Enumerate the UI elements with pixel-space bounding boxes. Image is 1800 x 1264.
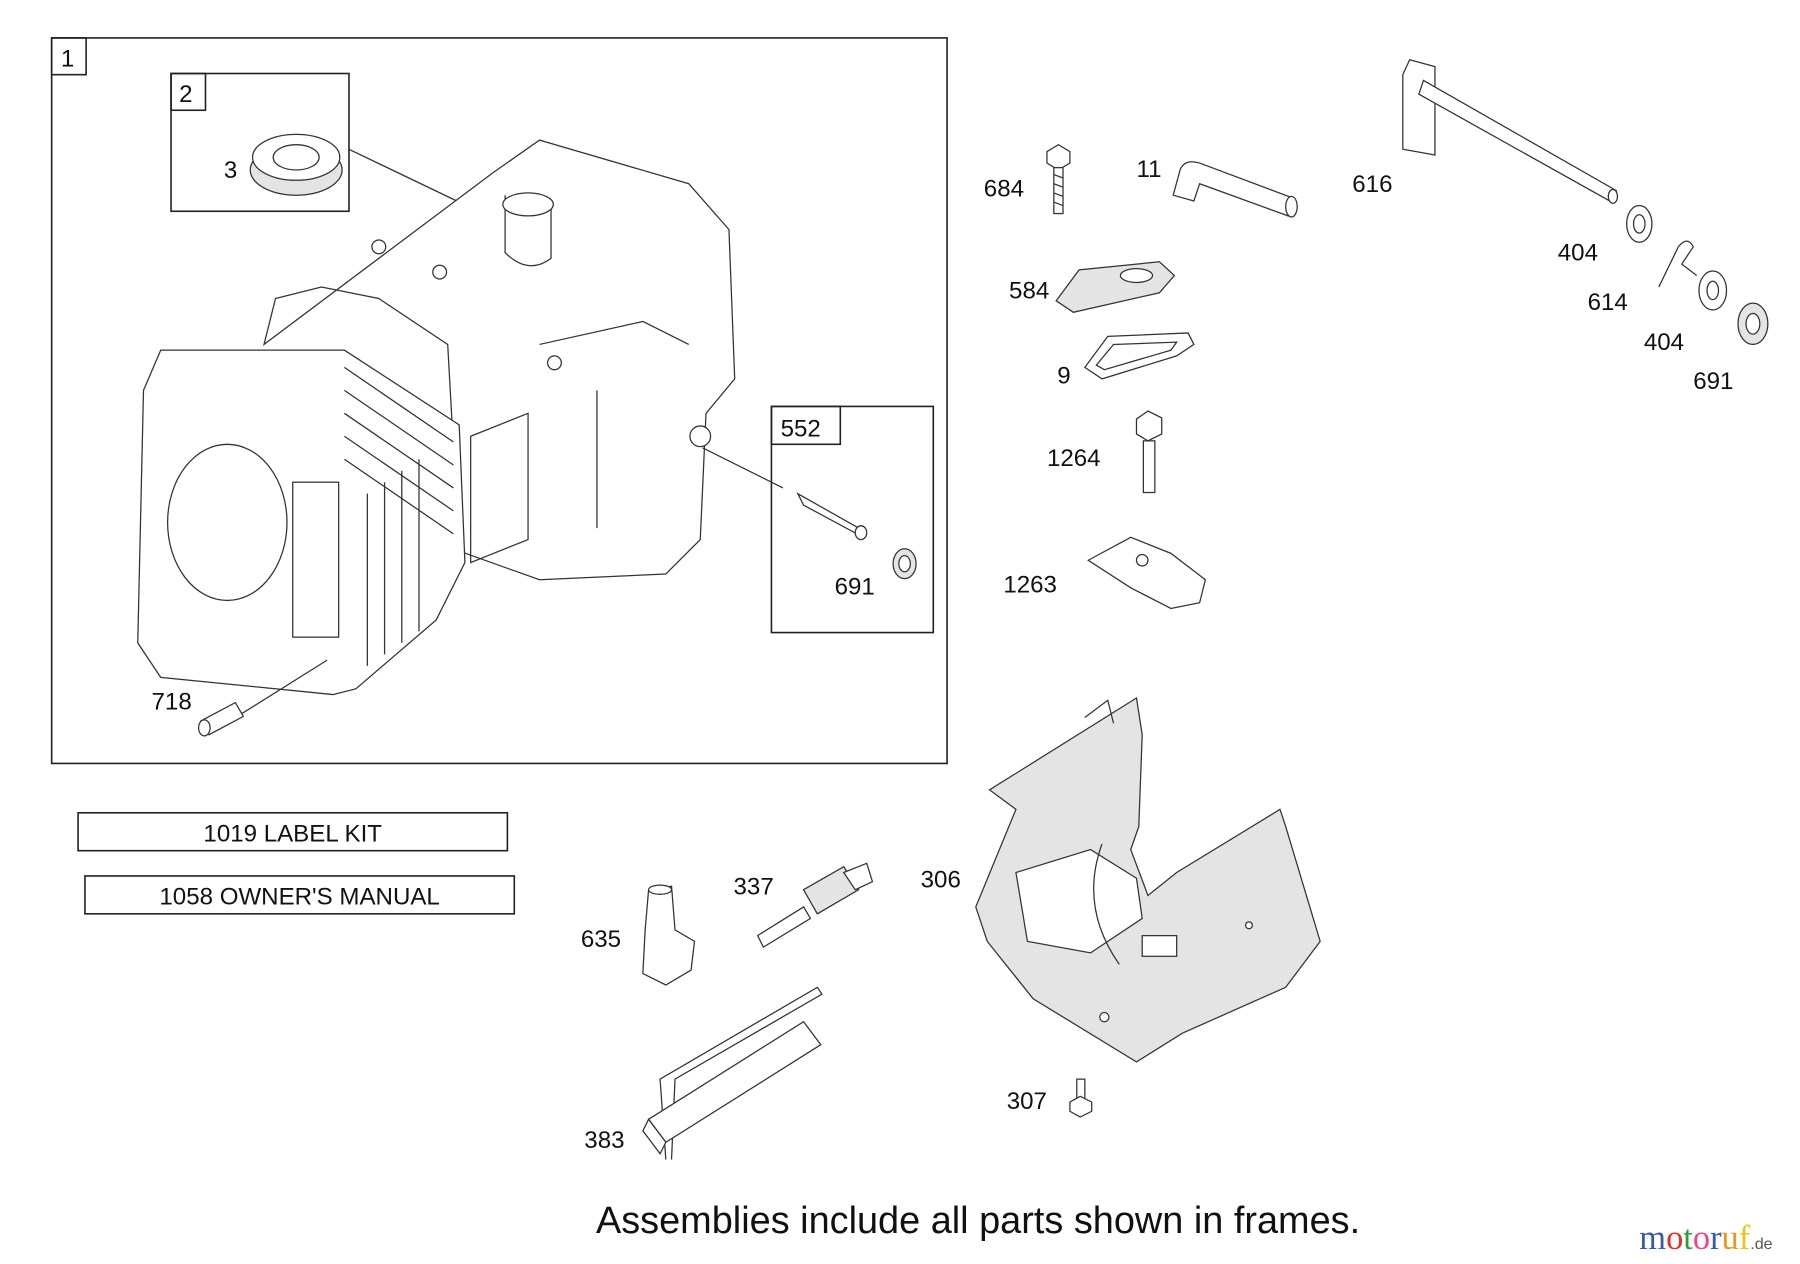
engine-block-drawing (137, 139, 736, 696)
label-404-b: 404 (1644, 329, 1684, 356)
owners-manual-box (84, 875, 516, 915)
breather-tube-11 (1172, 161, 1298, 218)
owners-manual: 1058 OWNER'S MANUAL (159, 884, 439, 911)
washer-404-b (1698, 270, 1728, 311)
label-635: 635 (581, 926, 621, 953)
dowel-718 (197, 701, 245, 737)
dowel-pin-552 (796, 492, 868, 541)
label-kit-box (77, 812, 509, 852)
frame-552-tag (770, 405, 842, 446)
assembly-caption: Assemblies include all parts shown in fr… (596, 1200, 1360, 1242)
washer-691 (892, 548, 917, 580)
label-337: 337 (734, 873, 774, 900)
label-616: 616 (1352, 171, 1392, 198)
bolt-1264 (1135, 410, 1163, 494)
spark-plug-boot-635 (642, 884, 696, 986)
label-1: 1 (61, 46, 74, 73)
label-691: 691 (835, 574, 875, 601)
label-404-a: 404 (1558, 240, 1598, 267)
gasket-9 (1083, 332, 1195, 380)
label-383: 383 (584, 1127, 624, 1154)
motoruf-watermark-logo: motoruf.de (1639, 1219, 1772, 1257)
label-718: 718 (152, 688, 192, 715)
spark-plug-337 (756, 862, 874, 949)
seal-691 (1737, 302, 1769, 346)
breather-cover-584 (1055, 261, 1176, 313)
label-691-b: 691 (1693, 368, 1733, 395)
label-306: 306 (921, 866, 961, 893)
bolt-684 (1046, 143, 1071, 215)
label-9: 9 (1057, 362, 1070, 389)
label-3: 3 (224, 157, 237, 184)
frame-1 (50, 37, 948, 765)
label-kit: 1019 LABEL KIT (203, 821, 382, 848)
screw-307 (1069, 1078, 1093, 1118)
frame-2 (170, 72, 350, 213)
frame-1-tag (50, 37, 87, 76)
label-11: 11 (1136, 156, 1161, 183)
governor-shaft-616 (1402, 58, 1619, 204)
label-614: 614 (1588, 289, 1628, 316)
air-guide-306 (975, 696, 1321, 1063)
label-684: 684 (984, 175, 1024, 202)
svg-text:motoruf.de: motoruf.de (1639, 1219, 1772, 1257)
label-1263: 1263 (1003, 571, 1057, 598)
label-307: 307 (1007, 1088, 1047, 1115)
label-2: 2 (179, 81, 192, 108)
frame-552 (770, 405, 935, 634)
oil-seal-3 (249, 133, 343, 196)
label-584: 584 (1009, 278, 1049, 305)
label-552: 552 (781, 415, 821, 442)
label-1264: 1264 (1047, 445, 1101, 472)
spark-plug-wrench-383 (642, 986, 823, 1160)
frame-2-tag (170, 72, 207, 112)
hairpin-clip-614 (1658, 240, 1698, 288)
washer-404-a (1626, 204, 1653, 243)
plate-1263 (1087, 536, 1207, 610)
